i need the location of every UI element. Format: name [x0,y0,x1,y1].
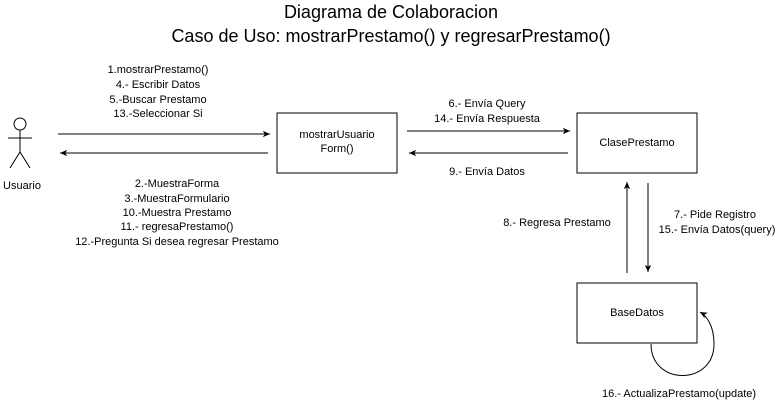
messages-clase-to-base: 7.- Pide Registro 15.- Envía Datos(query… [659,209,776,236]
message-label: 12.-Pregunta Si desea regresar Prestamo [75,236,279,248]
form-box: mostrarUsuario Form() [276,112,398,174]
message-label: 1.mostrarPrestamo() [108,64,209,76]
diagram-title: Diagrama de Colaboracion [284,2,498,22]
message-label: 5.-Buscar Prestamo [109,94,206,106]
message-label: 6.- Envía Query [448,98,526,110]
base-datos-label: BaseDatos [610,307,664,319]
messages-form-to-clase: 6.- Envía Query 14.- Envía Respuesta [434,98,541,125]
actor-usuario: Usuario [3,117,41,192]
form-box-label-line1: mostrarUsuario [299,129,374,141]
messages-form-to-user: 2.-MuestraForma 3.-MuestraFormulario 10.… [75,178,279,248]
messages-user-to-form: 1.mostrarPrestamo() 4.- Escribir Datos 5… [108,64,209,120]
base-datos-box: BaseDatos [576,282,698,344]
arrow-self-base [650,311,715,376]
message-label: 14.- Envía Respuesta [434,113,541,125]
message-label: 3.-MuestraFormulario [124,193,229,205]
clase-prestamo-box: ClasePrestamo [576,112,698,174]
message-label: 15.- Envía Datos(query) [659,224,776,236]
message-label: 4.- Escribir Datos [116,79,201,91]
message-label: 9.- Envía Datos [449,166,525,178]
message-label: 10.-Muestra Prestamo [123,207,232,219]
actor-label: Usuario [3,180,41,192]
message-label: 2.-MuestraForma [135,178,220,190]
message-label: 16.- ActualizaPrestamo(update) [602,388,756,400]
message-label: 8.- Regresa Prestamo [503,217,611,229]
message-label: 13.-Seleccionar Si [113,108,202,120]
diagram-subtitle: Caso de Uso: mostrarPrestamo() y regresa… [171,26,610,46]
clase-prestamo-label: ClasePrestamo [599,137,674,149]
form-box-label-line2: Form() [321,143,354,155]
message-label: 7.- Pide Registro [674,209,756,221]
message-label: 11.- regresaPrestamo() [121,221,234,233]
